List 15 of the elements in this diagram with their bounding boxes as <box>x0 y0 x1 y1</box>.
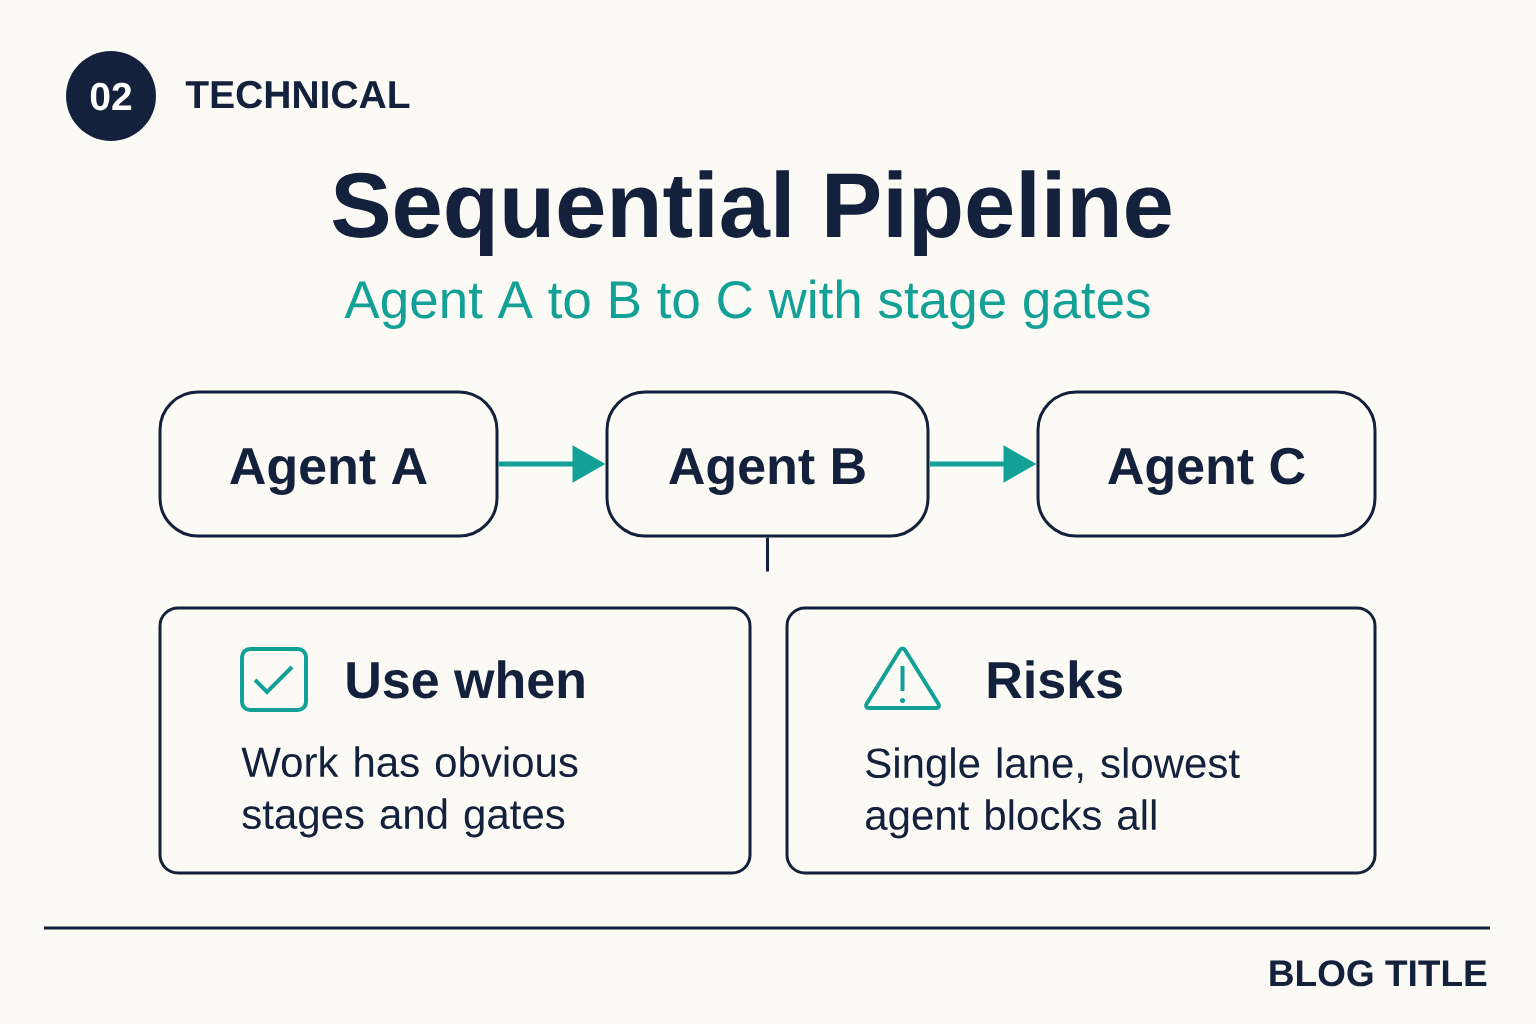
footer-text: BLOG TITLE <box>1270 960 1487 987</box>
section-label: TECHNICAL <box>185 80 410 109</box>
info-card <box>785 606 1377 875</box>
info-card <box>158 606 752 875</box>
number-badge: 02 <box>66 51 156 141</box>
connector-line <box>766 537 769 572</box>
agent-box: Agent C <box>1036 390 1377 538</box>
card-text: Work has obvious stages and gates <box>241 746 578 838</box>
agent-box: Agent B <box>605 390 930 538</box>
subtitle: Agent A to B to C with stage gates <box>344 279 1150 329</box>
title: Sequential Pipeline <box>332 170 1171 257</box>
card-heading: Risks <box>988 660 1122 699</box>
card-heading: Use when <box>347 660 584 699</box>
card-text: Single lane, slowest agent blocks all <box>866 747 1240 839</box>
agent-box: Agent A <box>158 390 499 538</box>
